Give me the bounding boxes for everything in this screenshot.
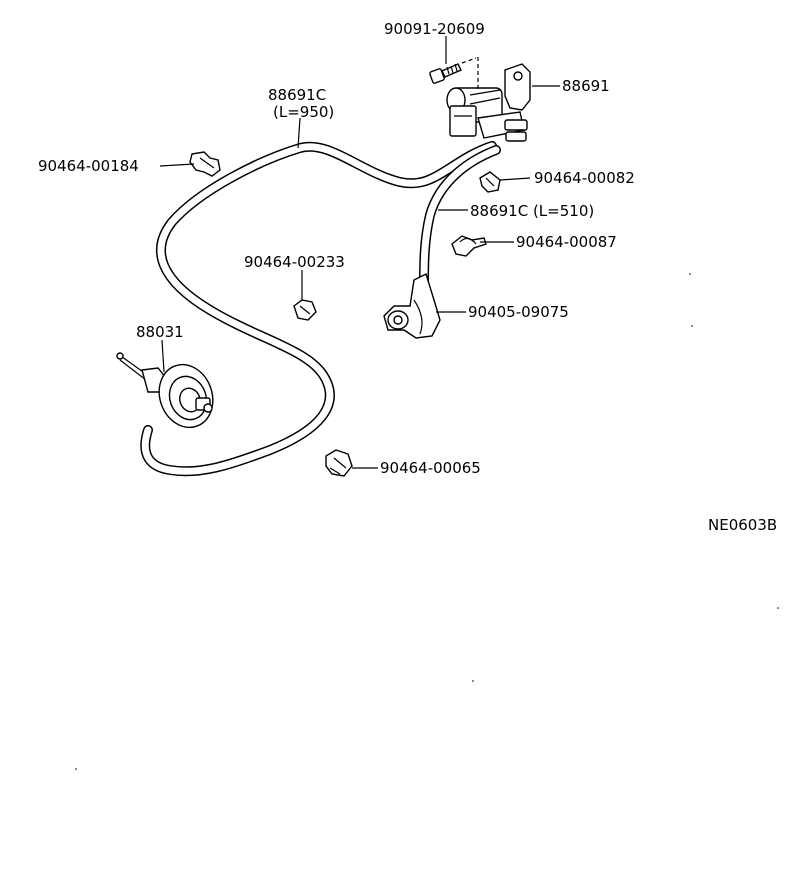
figure-code: NE0603B [708,516,777,534]
label-bolt: 90091-20609 [384,20,485,38]
label-clamp-184: 90464-00184 [38,157,139,175]
elbow-fitting [383,273,441,339]
scan-specks [75,273,779,770]
clamp-184-icon [189,151,221,177]
label-long-hose-length: (L=950) [273,103,334,121]
label-actuator: 88031 [136,323,184,341]
clamp-082-icon [479,171,501,193]
label-clamp-082: 90464-00082 [534,169,635,187]
vsv-valve [446,63,531,142]
label-clamp-065: 90464-00065 [380,459,481,477]
leader-lines [159,36,560,469]
label-long-hose-part: 88691C [268,86,326,104]
bolt [429,57,479,90]
label-vsv: 88691 [562,77,610,95]
clamp-065-icon [325,449,353,477]
short-hose [419,145,501,290]
long-hose [140,141,497,477]
clamp-087-icon [451,235,487,257]
label-clamp-233: 90464-00233 [244,253,345,271]
clamp-233-icon [293,299,317,321]
label-clamp-087: 90464-00087 [516,233,617,251]
label-elbow: 90405-09075 [468,303,569,321]
vacuum-actuator [116,352,214,429]
label-short-hose: 88691C (L=510) [470,202,594,220]
